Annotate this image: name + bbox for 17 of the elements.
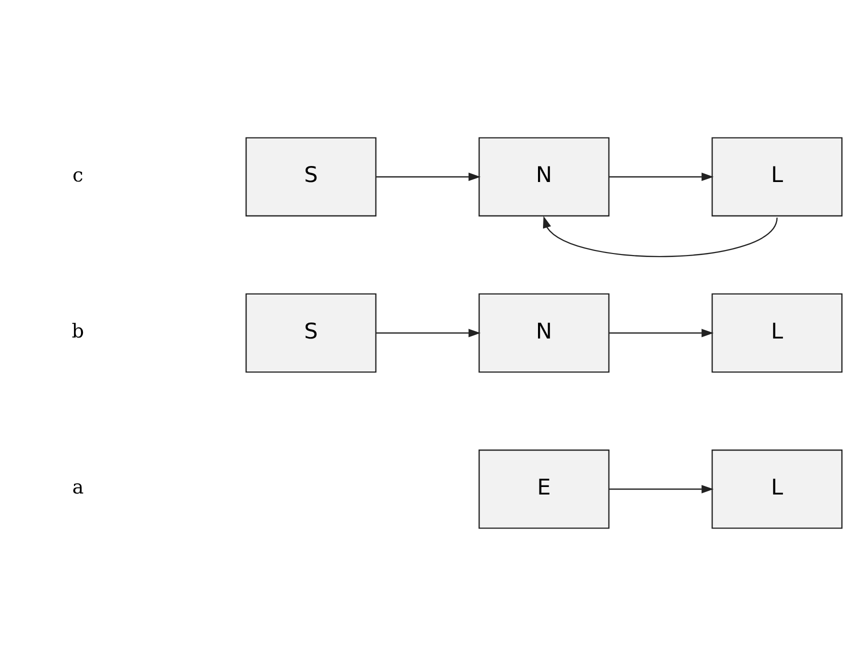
node-box: S: [246, 293, 376, 373]
node-box: N: [478, 137, 610, 216]
label: b: [72, 320, 84, 343]
label: c: [72, 163, 84, 186]
arrow: [542, 216, 778, 257]
arrow: [376, 328, 481, 338]
arrow: [376, 172, 481, 182]
node-box: L: [712, 450, 843, 529]
arrow: [609, 484, 714, 494]
node-box: S: [246, 137, 376, 216]
node-box: L: [712, 293, 843, 373]
node-box: L: [712, 137, 843, 216]
node-box: N: [478, 293, 610, 373]
node-box: E: [478, 450, 610, 529]
arrow: [609, 172, 714, 182]
arrow: [609, 328, 714, 338]
label: a: [72, 476, 84, 499]
